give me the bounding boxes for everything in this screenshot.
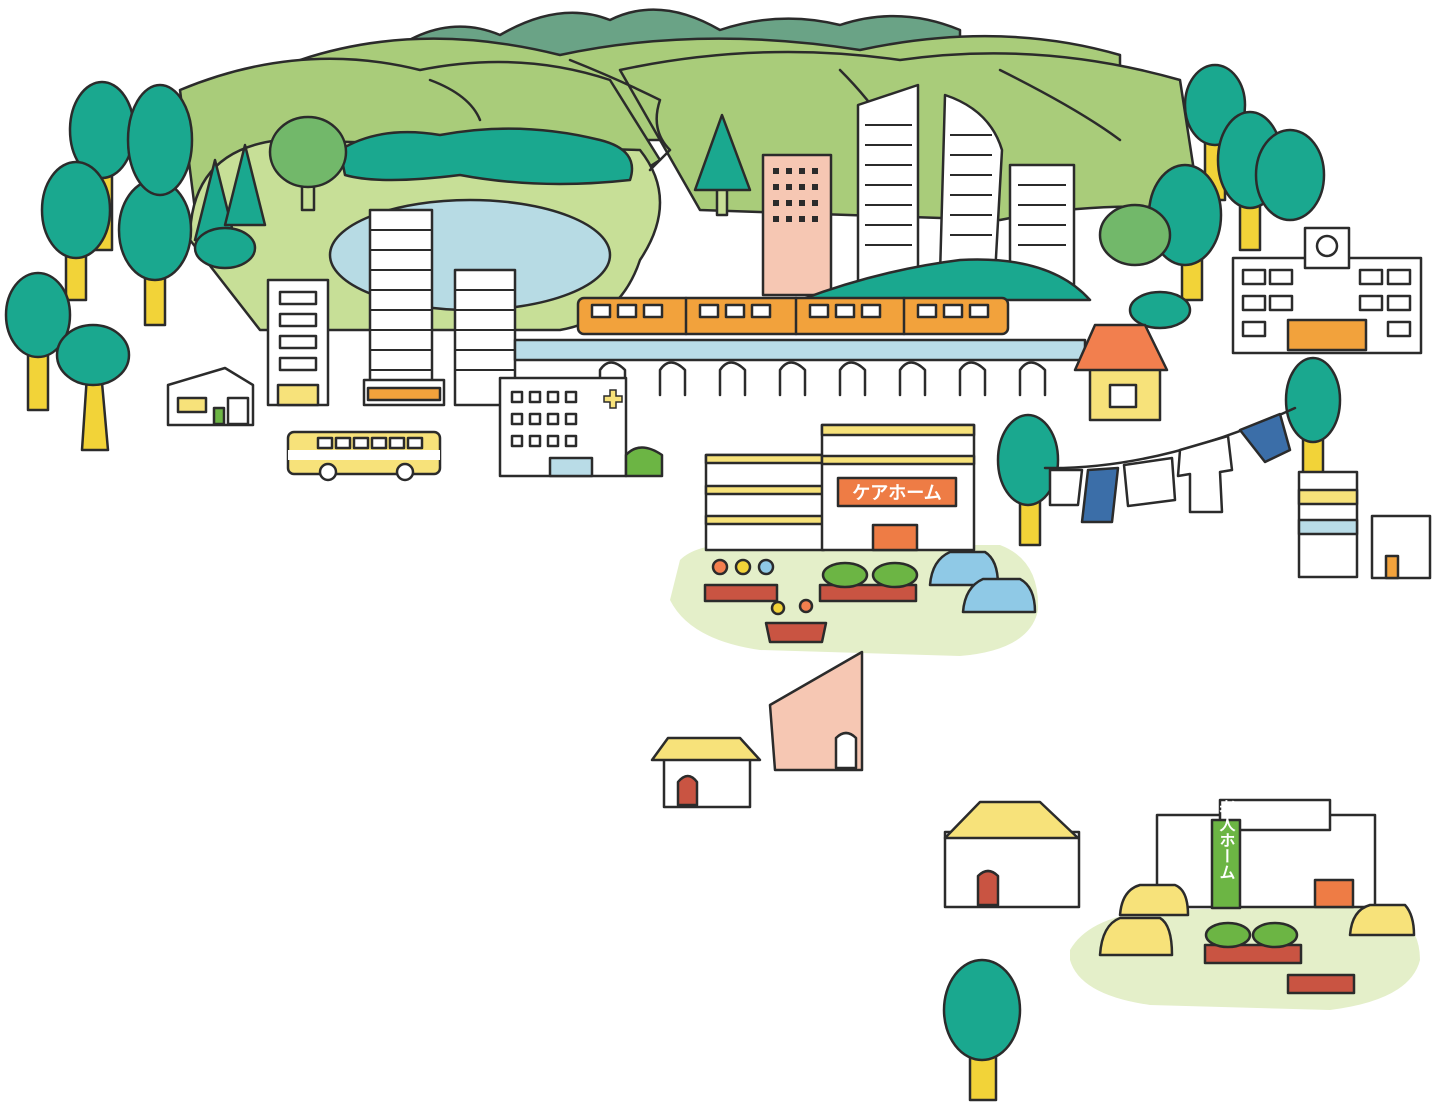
- hospital: [498, 376, 664, 478]
- city-towers: [761, 83, 1092, 302]
- care-home-sign: ケアホーム: [852, 483, 941, 504]
- right-buildings: [1297, 470, 1432, 580]
- nursing-home-area: 老人ホーム: [1070, 798, 1420, 1010]
- apartments-left: [266, 208, 517, 407]
- tree-center-conifer: [693, 113, 752, 217]
- school: [1231, 226, 1423, 355]
- trees-right: [1098, 63, 1326, 330]
- orange-roof-house: [1073, 323, 1169, 422]
- lower-houses: [650, 650, 1081, 909]
- trees-left: [4, 80, 348, 452]
- laundry-area: [996, 356, 1342, 547]
- tree-bottom: [942, 958, 1022, 1102]
- hedge: [338, 127, 634, 186]
- small-house-left: [166, 366, 255, 427]
- care-home-area: ケアホーム: [670, 423, 1039, 656]
- nursing-home-sign: 老人ホーム: [1217, 799, 1237, 880]
- train: [576, 296, 1010, 336]
- bus: [286, 430, 442, 482]
